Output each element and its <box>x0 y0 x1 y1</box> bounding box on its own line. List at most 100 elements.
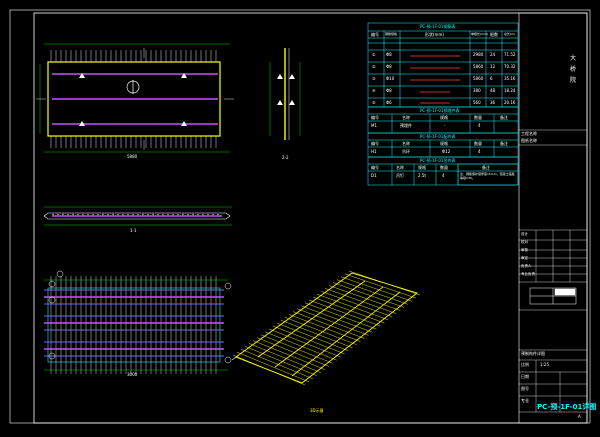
titleblock-row-label: 负责人 <box>521 264 532 268</box>
iso-hatch-bar <box>248 343 321 373</box>
section-22-label: 2-2 <box>282 155 289 160</box>
table1-title: PC-预-1F-01钢筋表 <box>420 24 456 29</box>
section-11-rebar-dot <box>197 213 199 216</box>
rebar-plan-dims <box>44 279 228 371</box>
t4-h2: 规格 <box>418 165 426 170</box>
plan-slab-outline <box>47 61 221 137</box>
table4-title: PC-预-1F-01吊件表 <box>420 158 456 163</box>
table-rebar-shapes <box>410 55 460 104</box>
iso-hatch-bar <box>300 305 373 333</box>
titleblock-row-label: 专业负责 <box>521 272 535 276</box>
section-11-rebar-dot <box>52 213 54 216</box>
table1-cell: 35.16 <box>504 76 516 81</box>
iso-hatch-bar <box>272 325 345 355</box>
table1-cell: Φ8 <box>386 88 392 93</box>
titleblock-row-label: 审核 <box>521 248 528 252</box>
section-11-rebar-dot <box>137 213 139 216</box>
tb-small-text: 预制构件详图 <box>521 351 545 356</box>
table1-cell: ③ <box>372 76 376 81</box>
section-11-rebar-dot <box>112 213 114 216</box>
iso-hatch-bar <box>328 285 401 311</box>
iso-hatch-bar <box>296 308 369 336</box>
section-11-rebar-dot <box>62 213 64 216</box>
section-11-rebar-dot <box>92 213 94 216</box>
plan-magenta-bars <box>52 73 218 125</box>
rebar-plan-vertical-bars <box>50 276 217 374</box>
section-11-rebar-dot <box>57 213 59 216</box>
section-11-rebar-dot <box>152 213 154 216</box>
iso-hatch-bar <box>316 293 389 321</box>
iso-rebar-hatch <box>232 270 421 386</box>
table1-cell: 48 <box>490 88 496 93</box>
iso-hatch-bar <box>244 346 317 376</box>
t2-r0c1: 预埋件 <box>400 123 412 128</box>
t3-h0: 编号 <box>371 141 379 146</box>
t1-h1: 钢筋规格 <box>385 32 398 36</box>
t2-h4: 备注 <box>500 115 508 120</box>
tb-scale-value: 1:25 <box>540 362 549 367</box>
section-11-rebar-dot <box>72 213 74 216</box>
plan-rebar-ticks <box>50 50 217 148</box>
table2-title: PC-预-1F-01预埋件表 <box>420 108 460 113</box>
table1-cell: Φ10 <box>386 76 395 81</box>
iso-hatch-bar <box>336 279 409 305</box>
tb-stamp-label: 专业 <box>521 398 529 403</box>
table1-cell: Φ8 <box>386 64 392 69</box>
section-11-rebar-dot <box>192 213 194 216</box>
rebar-plan-view <box>44 270 232 374</box>
iso-hatch-bar <box>268 328 341 358</box>
titleblock-row-label: 设计 <box>521 232 528 236</box>
table1-cell: 12 <box>490 64 496 69</box>
iso-hatch-bar <box>304 302 377 330</box>
table1-cell: Φ6 <box>386 100 392 105</box>
t3-h2: 规格 <box>440 141 448 146</box>
t1-h0: 编号 <box>371 32 379 37</box>
section-11-rebar-dot <box>147 213 149 216</box>
section-11-rebar-dot <box>122 213 124 216</box>
iso-hatch-bar <box>236 351 310 383</box>
table1-cell: 20.16 <box>504 100 516 105</box>
table1-cell: ② <box>372 64 376 69</box>
plan-section-marks <box>36 48 234 150</box>
iso-hatch-bar <box>280 320 353 348</box>
note-box <box>457 163 519 186</box>
section-11-rebar-dot <box>132 213 134 216</box>
section-11-rebar-dot <box>182 213 184 216</box>
section-11-rebar-dot <box>107 213 109 216</box>
table1-cell: 560 <box>473 100 481 105</box>
section-11-rebar-dot <box>127 213 129 216</box>
iso-long-bars <box>257 280 401 377</box>
t1-h4: 根数 <box>490 32 498 37</box>
iso-hatch-bar <box>344 273 417 299</box>
rebar-callouts <box>48 270 232 364</box>
section-11-rebar-dots <box>52 213 219 216</box>
t3-r0c0: H1 <box>371 149 377 154</box>
t3-h4: 备注 <box>500 141 508 146</box>
table1-cell: 5860 <box>473 64 484 69</box>
section-11-label: 1-1 <box>130 228 137 233</box>
section-11-rebar-dot <box>187 213 189 216</box>
rebar-plan-outline <box>47 287 221 363</box>
section-11-view <box>43 206 232 226</box>
table1-cell: 5860 <box>473 76 484 81</box>
iso-hatch-bar <box>252 340 325 370</box>
table1-cell: 24 <box>490 52 496 57</box>
section-22-view <box>269 48 301 140</box>
t1-h2: 形状(mm) <box>425 32 444 37</box>
tb-sheet-label: 图号 <box>521 386 529 391</box>
section-11-rebar-dot <box>217 213 219 216</box>
iso-hatch-bar <box>276 322 349 352</box>
iso-hatch-bar <box>340 276 413 302</box>
section-11-rebar-dot <box>102 213 104 216</box>
section-11-rebar-dot <box>167 213 169 216</box>
title-block-lines <box>519 129 587 413</box>
table1-cell: 18.24 <box>504 88 516 93</box>
iso-hatch-bar <box>288 314 361 342</box>
t2-h2: 规格 <box>440 115 448 120</box>
iso-hatch-bar <box>292 311 365 339</box>
iso-hatch-bar <box>240 348 314 380</box>
section-11-rebar-dot <box>212 213 214 216</box>
rebar-plan-blue-bars <box>44 289 224 357</box>
section-11-rebar-dot <box>117 213 119 216</box>
